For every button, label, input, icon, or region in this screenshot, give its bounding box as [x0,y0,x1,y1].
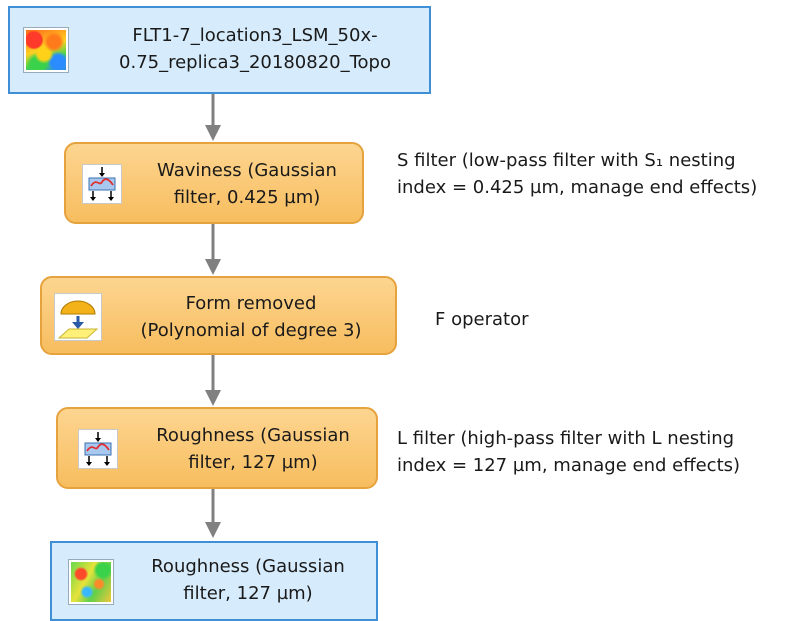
filter-icon [82,164,122,204]
form-removal-icon [54,293,102,341]
connector-source-to-waviness [205,94,221,141]
f-operator-note: F operator [435,306,529,333]
s-filter-note-line2: index = 0.425 µm, manage end effects) [397,177,758,198]
roughness-result-node[interactable]: Roughness (Gaussian filter, 127 µm) [50,541,378,621]
result-node-line2: filter, 127 µm) [183,583,313,604]
roughness-filter-node[interactable]: Roughness (Gaussian filter, 127 µm) [56,407,378,489]
l-filter-note-line2: index = 127 µm, manage end effects) [397,455,741,476]
result-node-line1: Roughness (Gaussian [151,556,345,577]
waviness-filter-node[interactable]: Waviness (Gaussian filter, 0.425 µm) [64,142,364,224]
surface-thumbnail-icon [68,559,114,605]
s-filter-note-line1: S filter (low-pass filter with S₁ nestin… [397,150,736,171]
form-removal-node[interactable]: Form removed (Polynomial of degree 3) [40,276,397,355]
f-operator-note-line1: F operator [435,309,529,330]
form-node-line2: (Polynomial of degree 3) [140,320,362,341]
waviness-node-line2: filter, 0.425 µm) [173,187,321,208]
connector-form-to-roughness [205,355,221,406]
l-filter-note-line1: L filter (high-pass filter with L nestin… [397,428,735,449]
l-filter-note: L filter (high-pass filter with L nestin… [397,425,740,479]
source-node-line2: 0.75_replica3_20180820_Topo [119,52,391,73]
waviness-node-line1: Waviness (Gaussian [157,160,337,181]
surface-thumbnail-icon [23,27,69,73]
s-filter-note: S filter (low-pass filter with S₁ nestin… [397,147,757,201]
connector-roughness-to-result [205,489,221,538]
form-node-line1: Form removed [185,293,317,314]
connector-waviness-to-form [205,224,221,275]
roughness-node-line1: Roughness (Gaussian [156,425,350,446]
filter-icon [78,429,118,469]
source-surface-node[interactable]: FLT1-7_location3_LSM_50x- 0.75_replica3_… [8,6,431,94]
source-node-line1: FLT1-7_location3_LSM_50x- [132,25,378,46]
roughness-node-line2: filter, 127 µm) [188,452,318,473]
